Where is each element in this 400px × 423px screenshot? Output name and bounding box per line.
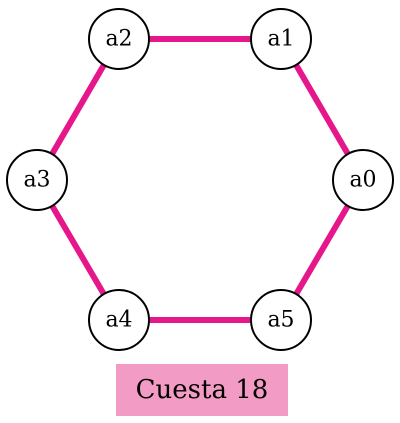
node-label: a5 xyxy=(267,308,294,333)
node-circle xyxy=(250,289,312,351)
node-label: a2 xyxy=(105,27,132,52)
node-a1: a1 xyxy=(250,8,312,70)
edges-layer xyxy=(34,36,366,323)
node-a2: a2 xyxy=(88,8,150,70)
node-circle xyxy=(88,8,150,70)
node-a0: a0 xyxy=(332,149,394,211)
node-label: a1 xyxy=(267,27,294,52)
node-label: a0 xyxy=(349,168,376,193)
node-a5: a5 xyxy=(250,289,312,351)
nodes-layer: a0 a1 a2 a3 a4 a5 xyxy=(6,8,394,351)
node-circle xyxy=(332,149,394,211)
node-a3: a3 xyxy=(6,149,68,211)
node-a4: a4 xyxy=(88,289,150,351)
caption-label: Cuesta 18 xyxy=(116,364,288,416)
node-circle xyxy=(6,149,68,211)
node-circle xyxy=(88,289,150,351)
node-circle xyxy=(250,8,312,70)
node-label: a3 xyxy=(23,168,50,193)
node-label: a4 xyxy=(105,308,132,333)
